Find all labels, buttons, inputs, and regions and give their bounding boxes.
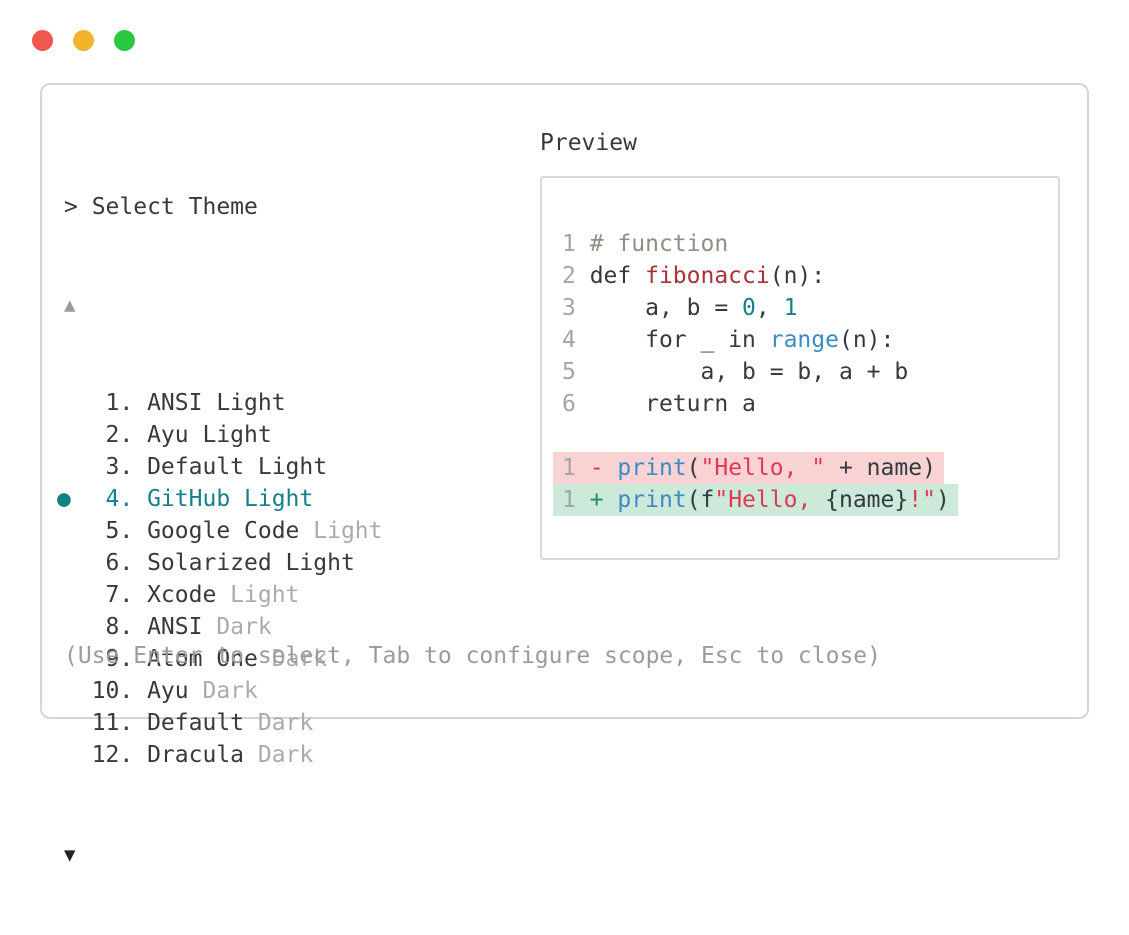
theme-item-label: 10. Ayu [64, 678, 189, 704]
line-number: 1 [562, 487, 590, 513]
number-token: 1 [783, 295, 798, 321]
line-number: 5 [562, 359, 590, 385]
function-token: fibonacci [645, 263, 770, 289]
theme-item-xcode[interactable]: 7. Xcode Light [64, 579, 383, 611]
preview-label: Preview [540, 130, 637, 156]
plain-token: a, b = [589, 295, 743, 321]
scroll-up-icon[interactable]: ▲ [64, 294, 76, 316]
minus-token: - [589, 455, 618, 481]
code-line-5: 5 a, b = b, a + b [562, 356, 1058, 388]
theme-item-dracula[interactable]: 12. Dracula Dark [64, 739, 383, 771]
code-line-4: 4 for _ in range(n): [562, 324, 1058, 356]
code-line-content: 1 - print("Hello, " + name) [553, 452, 944, 484]
builtin-token: range [769, 327, 839, 353]
code-line-content: 2 def fibonacci(n): [562, 260, 825, 292]
plain-token: for _ in [589, 327, 770, 353]
dialog-title: > Select Theme [64, 194, 258, 220]
line-number: 2 [562, 263, 590, 289]
theme-item-label: 5. Google Code [64, 518, 300, 544]
theme-item-google-code[interactable]: 5. Google Code Light [64, 515, 383, 547]
selected-bullet-icon: ● [57, 486, 71, 512]
builtin-token: print [617, 487, 687, 513]
theme-item-default-light[interactable]: 3. Default Light [64, 451, 383, 483]
theme-item-label: 8. ANSI [64, 614, 203, 640]
scroll-down-icon[interactable]: ▼ [64, 844, 76, 866]
theme-selector-left-column: > Select Theme ▲ 1. ANSI Light 2. Ayu Li… [57, 127, 383, 935]
plain-token: (n): [769, 263, 826, 289]
theme-item-label: 11. Default [64, 710, 245, 736]
theme-item-label: 9. Atom One [64, 646, 258, 672]
plain-token: a, b = b, a + b [589, 359, 909, 385]
theme-item-default[interactable]: 11. Default Dark [64, 707, 383, 739]
theme-item-variant-label: Light [216, 582, 300, 608]
theme-item-label: 6. Solarized Light [64, 550, 355, 576]
theme-item-label: 12. Dracula [64, 742, 245, 768]
string-token: "Hello, " [700, 455, 826, 481]
theme-item-variant-label: Dark [244, 710, 314, 736]
line-number: 6 [562, 391, 590, 417]
theme-item-label: 2. Ayu Light [64, 422, 272, 448]
string-token: !" [908, 487, 936, 513]
theme-item-variant-label: Dark [202, 614, 272, 640]
plain-token: + name) [825, 455, 936, 481]
theme-item-ayu[interactable]: 10. Ayu Dark [64, 675, 383, 707]
minimize-window-button[interactable] [73, 30, 94, 51]
theme-item-github-light[interactable]: ● 4. GitHub Light [57, 483, 383, 515]
code-line-6: 6 return a [562, 388, 1058, 420]
plain-token: {name} [825, 487, 909, 513]
diff-added-line: 1 + print(f"Hello, {name}!") [553, 484, 1058, 516]
theme-item-variant-label: Dark [188, 678, 258, 704]
plain-token: ) [935, 487, 950, 513]
line-number: 4 [562, 327, 590, 353]
plain-token: def [589, 263, 646, 289]
help-text: (Use Enter to select, Tab to configure s… [64, 643, 881, 669]
line-number: 1 [562, 231, 590, 257]
plain-token: (f [686, 487, 715, 513]
line-number: 3 [562, 295, 590, 321]
theme-item-label: 1. ANSI Light [64, 390, 286, 416]
theme-item-variant-label: Dark [257, 646, 328, 672]
theme-item-label: 4. GitHub Light [64, 486, 314, 512]
builtin-token: print [617, 455, 687, 481]
theme-item-solarized-light[interactable]: 6. Solarized Light [64, 547, 383, 579]
plain-token: return a [589, 391, 756, 417]
code-line-2: 2 def fibonacci(n): [562, 260, 1058, 292]
theme-item-ansi-light[interactable]: 1. ANSI Light [64, 387, 383, 419]
code-line-blank-6 [562, 420, 1058, 452]
theme-selector-dialog: > Select Theme ▲ 1. ANSI Light 2. Ayu Li… [40, 83, 1089, 866]
code-line-3: 3 a, b = 0, 1 [562, 292, 1058, 324]
string-token: "Hello, [714, 487, 826, 513]
number-token: 0 [742, 295, 756, 321]
theme-item-variant-label: Dark [244, 742, 314, 768]
plain-token: (n): [838, 327, 895, 353]
code-line-content: 1 # function [562, 228, 728, 260]
theme-item-ayu-light[interactable]: 2. Ayu Light [64, 419, 383, 451]
theme-item-label: 3. Default Light [64, 454, 328, 480]
theme-item-variant-label: Light [299, 518, 383, 544]
code-line-1: 1 # function [562, 228, 1058, 260]
code-line-content: 3 a, b = 0, 1 [562, 292, 797, 324]
close-window-button[interactable] [32, 30, 53, 51]
code-line-content: 5 a, b = b, a + b [562, 356, 908, 388]
code-line-content: 1 + print(f"Hello, {name}!") [553, 484, 958, 516]
zoom-window-button[interactable] [114, 30, 135, 51]
comment-token: # function [589, 231, 729, 257]
plain-token: ( [686, 455, 701, 481]
theme-item-ansi[interactable]: 8. ANSI Dark [64, 611, 383, 643]
code-line-content: 4 for _ in range(n): [562, 324, 894, 356]
line-number: 1 [562, 455, 590, 481]
theme-list: 1. ANSI Light 2. Ayu Light 3. Default Li… [57, 387, 383, 771]
window-controls [32, 30, 135, 51]
theme-item-label: 7. Xcode [64, 582, 217, 608]
plain-token: , [755, 295, 784, 321]
plus-token: + [589, 487, 618, 513]
theme-item-atom-one[interactable]: 9. Atom One Dark [64, 643, 383, 675]
code-line-content: 6 return a [562, 388, 756, 420]
diff-removed-line: 1 - print("Hello, " + name) [553, 452, 1058, 484]
